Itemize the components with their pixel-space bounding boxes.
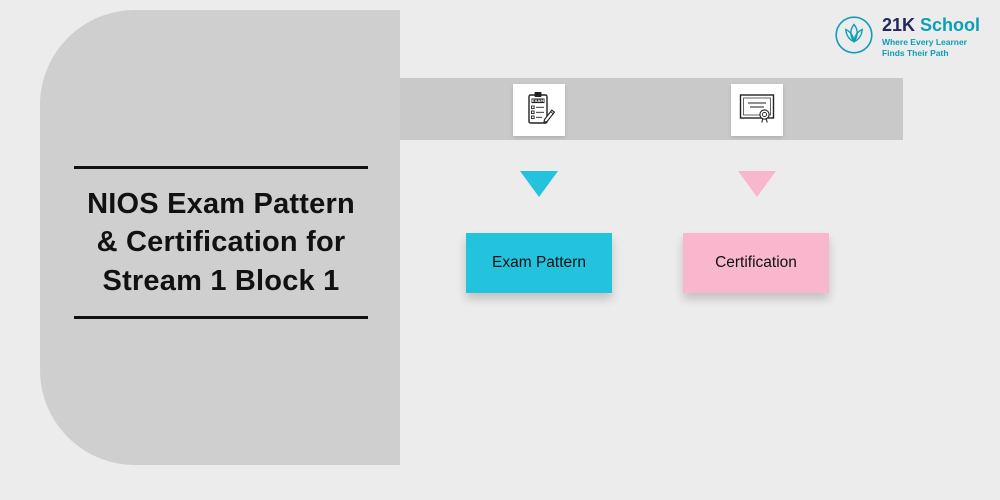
- exam-clipboard-icon: EXAM: [521, 89, 557, 132]
- page-title-line-2: & Certification for: [96, 226, 346, 259]
- certification-down-arrow-icon: [738, 171, 776, 197]
- brand-tagline-line-2: Finds Their Path: [881, 48, 949, 59]
- exam-icon-card: EXAM: [513, 84, 565, 136]
- title-rule-top: [74, 166, 368, 169]
- exam-pattern-label-box: Exam Pattern: [466, 233, 612, 293]
- flow-band: [400, 78, 903, 140]
- page-title: NIOS Exam Pattern & Certification for St…: [74, 185, 368, 300]
- brand-tagline-line-1: Where Every Learner: [881, 37, 967, 48]
- exam-down-arrow-icon: [520, 171, 558, 197]
- title-block: NIOS Exam Pattern & Certification for St…: [74, 166, 368, 319]
- certification-label-box: Certification: [683, 233, 829, 293]
- certificate-icon: [738, 91, 776, 130]
- title-rule-bottom: [74, 315, 368, 319]
- certificate-icon-card: [731, 84, 783, 136]
- page-title-line-1: NIOS Exam Pattern: [87, 188, 355, 220]
- exam-pattern-label: Exam Pattern: [492, 254, 586, 271]
- brand-name-primary: 21K: [881, 14, 915, 35]
- page-title-line-3: Stream 1 Block 1: [102, 264, 340, 297]
- brand-tagline: Where Every Learner Finds Their Path: [882, 37, 980, 59]
- svg-text:EXAM: EXAM: [532, 98, 544, 103]
- brand-name-secondary: School: [919, 14, 980, 35]
- certification-label: Certification: [715, 254, 797, 271]
- title-panel: NIOS Exam Pattern & Certification for St…: [40, 10, 400, 465]
- brand-lotus-icon: [834, 15, 874, 60]
